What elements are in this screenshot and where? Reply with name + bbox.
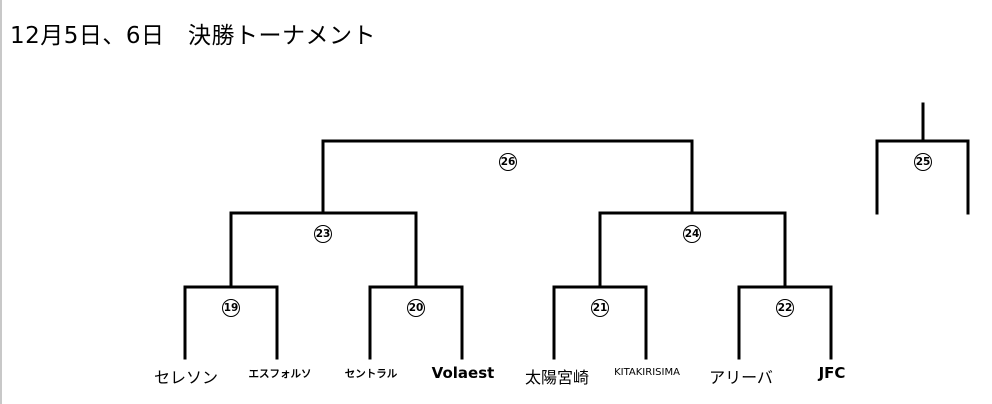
left-border-line (0, 0, 2, 404)
team-name: JFC (818, 364, 846, 382)
team-name: 太陽宮崎 (524, 368, 590, 387)
team-name: セレソン (153, 368, 219, 387)
bracket-line-match-21 (552, 285, 648, 360)
team-name: エスフォルソ (248, 368, 312, 380)
bracket-line-match-25 (875, 139, 970, 215)
match-number-26: 26 (499, 153, 517, 171)
bracket-line-match-20 (368, 285, 464, 360)
match-number-23: 23 (314, 225, 332, 243)
page-title: 12月5日、6日 決勝トーナメント (10, 23, 377, 49)
team-name: Volaest (431, 364, 495, 382)
team-name: アリーバ (709, 368, 773, 387)
match-number-21: 21 (591, 299, 609, 317)
match-number-20: 20 (407, 299, 425, 317)
match-number-22: 22 (776, 299, 794, 317)
team-name: セントラル (344, 368, 398, 380)
team-name: KITAKIRISIMA (614, 367, 680, 378)
bracket-line-match-26 (321, 139, 694, 215)
match-number-19: 19 (222, 299, 240, 317)
bracket-line-match-19 (183, 285, 279, 360)
match-number-24: 24 (683, 225, 701, 243)
match-number-25: 25 (914, 153, 932, 171)
bracket-line-match-22 (737, 285, 833, 360)
